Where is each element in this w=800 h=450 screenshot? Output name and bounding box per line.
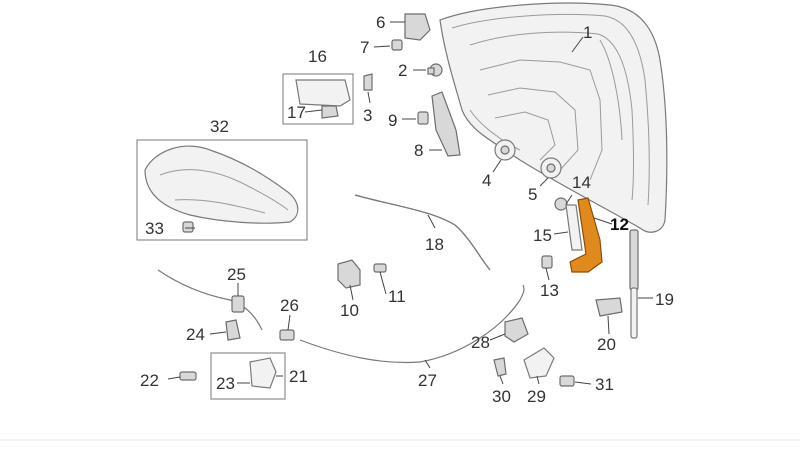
label-20: 20 xyxy=(597,335,616,354)
seal-part-18 xyxy=(354,194,491,271)
label-9: 9 xyxy=(388,111,397,130)
group-box-21 xyxy=(210,352,286,400)
label-15: 15 xyxy=(533,226,552,245)
label-19: 19 xyxy=(655,290,674,309)
latch-part-28 xyxy=(504,317,529,343)
bolt-part-11 xyxy=(373,263,387,273)
label-32: 32 xyxy=(210,117,229,136)
label-13: 13 xyxy=(540,281,559,300)
label-24: 24 xyxy=(186,325,205,344)
label-14: 14 xyxy=(572,173,591,192)
label-31: 31 xyxy=(595,375,614,394)
nut-part-14 xyxy=(554,197,568,211)
bumper-part-30 xyxy=(493,357,507,377)
bumper-part-2 xyxy=(427,63,443,77)
label-26: 26 xyxy=(280,296,299,315)
label-4: 4 xyxy=(482,171,491,190)
label-18: 18 xyxy=(425,235,444,254)
hood-panel xyxy=(439,2,668,233)
label-30: 30 xyxy=(492,387,511,406)
bracket-part-10 xyxy=(337,259,361,289)
bolt-part-22 xyxy=(179,371,197,381)
label-2: 2 xyxy=(398,61,407,80)
release-cable-part-25 xyxy=(157,269,263,331)
latch-part-29 xyxy=(523,347,555,379)
hinge-part-9 xyxy=(417,111,429,125)
bolt-part-31 xyxy=(559,375,575,387)
label-17: 17 xyxy=(287,103,306,122)
handle-part-24 xyxy=(225,319,241,341)
release-cable-part-27 xyxy=(299,284,525,364)
label-33: 33 xyxy=(145,219,164,238)
label-21: 21 xyxy=(289,367,308,386)
label-27: 27 xyxy=(418,371,437,390)
bumper-part-4 xyxy=(494,139,516,161)
clip-part-3 xyxy=(363,73,373,91)
label-5: 5 xyxy=(528,185,537,204)
label-10: 10 xyxy=(340,301,359,320)
prop-rod-part-15 xyxy=(565,204,583,251)
bolt-part-7 xyxy=(391,39,403,51)
bumper-part-5 xyxy=(540,157,562,179)
label-1: 1 xyxy=(583,23,592,42)
label-22: 22 xyxy=(140,371,159,390)
ball-stud-part-20 xyxy=(595,297,623,317)
label-8: 8 xyxy=(414,141,423,160)
part-labels: 1 2 3 4 5 6 7 8 9 10 11 12 13 14 15 16 1… xyxy=(140,13,674,406)
label-12: 12 xyxy=(610,215,629,234)
label-3: 3 xyxy=(363,106,372,125)
hinge-part-8 xyxy=(431,91,461,157)
label-6: 6 xyxy=(376,13,385,32)
label-28: 28 xyxy=(471,333,490,352)
clip-part-26 xyxy=(279,329,295,341)
label-7: 7 xyxy=(360,38,369,57)
gas-strut-part-19 xyxy=(629,229,639,339)
leader-lines xyxy=(167,21,653,385)
group-box-32 xyxy=(136,139,308,241)
label-29: 29 xyxy=(527,387,546,406)
label-25: 25 xyxy=(227,265,246,284)
label-23: 23 xyxy=(216,374,235,393)
group-box-16 xyxy=(282,73,354,125)
bolt-part-13 xyxy=(541,255,553,269)
label-11: 11 xyxy=(388,287,406,306)
label-16: 16 xyxy=(308,47,327,66)
support-bracket-part-12 xyxy=(569,197,603,273)
hood-hinge-part-6 xyxy=(404,13,431,41)
